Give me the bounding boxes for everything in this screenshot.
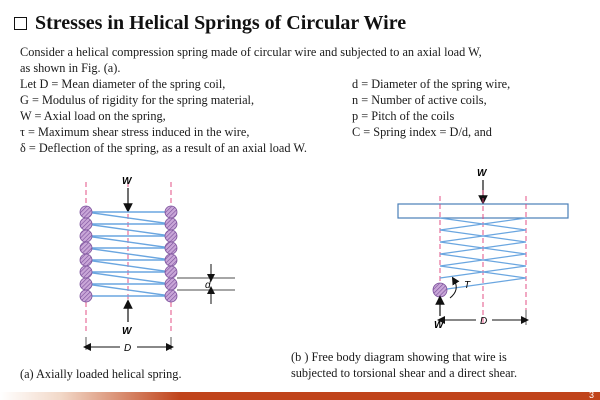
fig-b-torque-label: T: [464, 280, 471, 291]
def-right-1: n = Number of active coils,: [352, 93, 487, 107]
def-left-3: τ = Maximum shear stress induced in the …: [20, 125, 250, 139]
figure-a-spring: W d W D: [79, 176, 235, 354]
figure-b-caption-line-1: (b ) Free body diagram showing that wire…: [291, 350, 507, 364]
fig-b-D-label: D: [480, 316, 487, 327]
fig-b-load-bottom-label: W: [434, 320, 445, 331]
footer-bar: [0, 392, 600, 400]
fig-b-load-top-label: W: [477, 168, 488, 179]
checkbox-bullet-icon: [14, 17, 27, 30]
def-left-0: Let D = Mean diameter of the spring coil…: [20, 77, 226, 91]
figure-b-free-body: W T W D: [397, 168, 569, 331]
def-left-1: G = Modulus of rigidity for the spring m…: [20, 93, 255, 107]
def-left-2: W = Axial load on the spring,: [20, 109, 166, 123]
fig-a-load-bottom-label: W: [122, 326, 133, 337]
intro-line-1: Consider a helical compression spring ma…: [20, 45, 482, 59]
intro-line-2: as shown in Fig. (a).: [20, 61, 121, 75]
fig-a-d-label: d: [205, 280, 211, 291]
slide-title: Stresses in Helical Springs of Circular …: [14, 12, 406, 35]
figure-a-caption: (a) Axially loaded helical spring.: [20, 367, 182, 381]
def-right-3: C = Spring index = D/d, and: [352, 125, 492, 139]
page-number: 3: [588, 390, 594, 400]
fig-a-D-label: D: [124, 343, 131, 354]
figure-b-caption-line-2: subjected to torsional shear and a direc…: [291, 366, 518, 380]
title-text: Stresses in Helical Springs of Circular …: [35, 12, 407, 34]
def-right-2: p = Pitch of the coils: [352, 109, 455, 123]
fig-a-load-top-label: W: [122, 176, 133, 187]
def-left-4: δ = Deflection of the spring, as a resul…: [20, 141, 307, 155]
def-right-0: d = Diameter of the spring wire,: [352, 77, 511, 91]
